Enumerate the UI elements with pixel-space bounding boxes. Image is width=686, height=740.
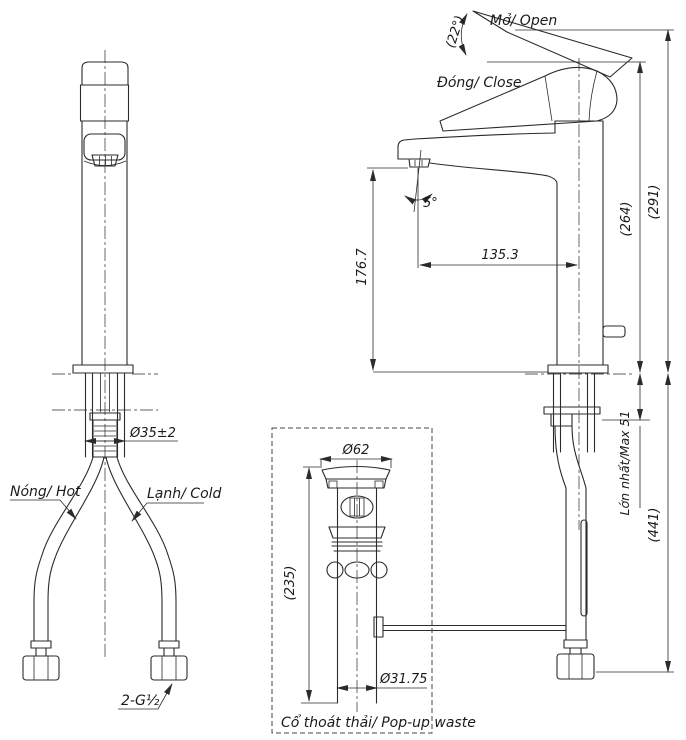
open-label: Mở/ Open [490, 13, 557, 29]
body-diameter-label: Ø35±2 [129, 426, 176, 441]
open-angle-label: (22°) [443, 14, 468, 50]
handle-closed-position [439, 66, 618, 132]
front-view: Ø35±2 Nóng/ Hot Lạnh/ Cold 2-G½ [10, 50, 222, 710]
thread-label: 2-G½ [121, 693, 160, 709]
spout-height-label: 176.7 [355, 248, 370, 286]
close-label: Đóng/ Close [437, 75, 521, 91]
popup-waste-box [271, 427, 433, 734]
below-deck-label: (441) [647, 508, 662, 543]
pop-up-pull-rod [580, 519, 588, 617]
cold-leader [131, 502, 204, 522]
popup-waste-title: Cổ thoát thải/ Pop-up waste [281, 714, 476, 731]
popup-waste: Ø62 (235) Ø31.75 Cổ thoát thải/ Pop-up w… [271, 427, 476, 734]
hot-label: Nóng/ Hot [10, 484, 81, 500]
spout-reach-label: 135.3 [481, 248, 518, 263]
cap-diameter-label: Ø62 [342, 443, 370, 458]
hot-leader [10, 499, 77, 520]
height-291-label: (291) [647, 185, 662, 220]
waste-height-label: (235) [283, 566, 298, 601]
thread-leader [118, 683, 173, 710]
pop-up-rod-knob [602, 325, 626, 338]
pipe-diameter-label: Ø31.75 [379, 672, 427, 687]
handle-open-position [472, 10, 633, 78]
spout-angle-label: 5° [423, 196, 438, 211]
max-deck-label: Lớn nhất/Max 51 [617, 411, 632, 516]
side-view: Mở/ Open Đóng/ Close (22°) 5° 135.3 176.… [355, 10, 674, 680]
cold-label: Lạnh/ Cold [147, 486, 222, 502]
height-264-label: (264) [619, 202, 634, 237]
